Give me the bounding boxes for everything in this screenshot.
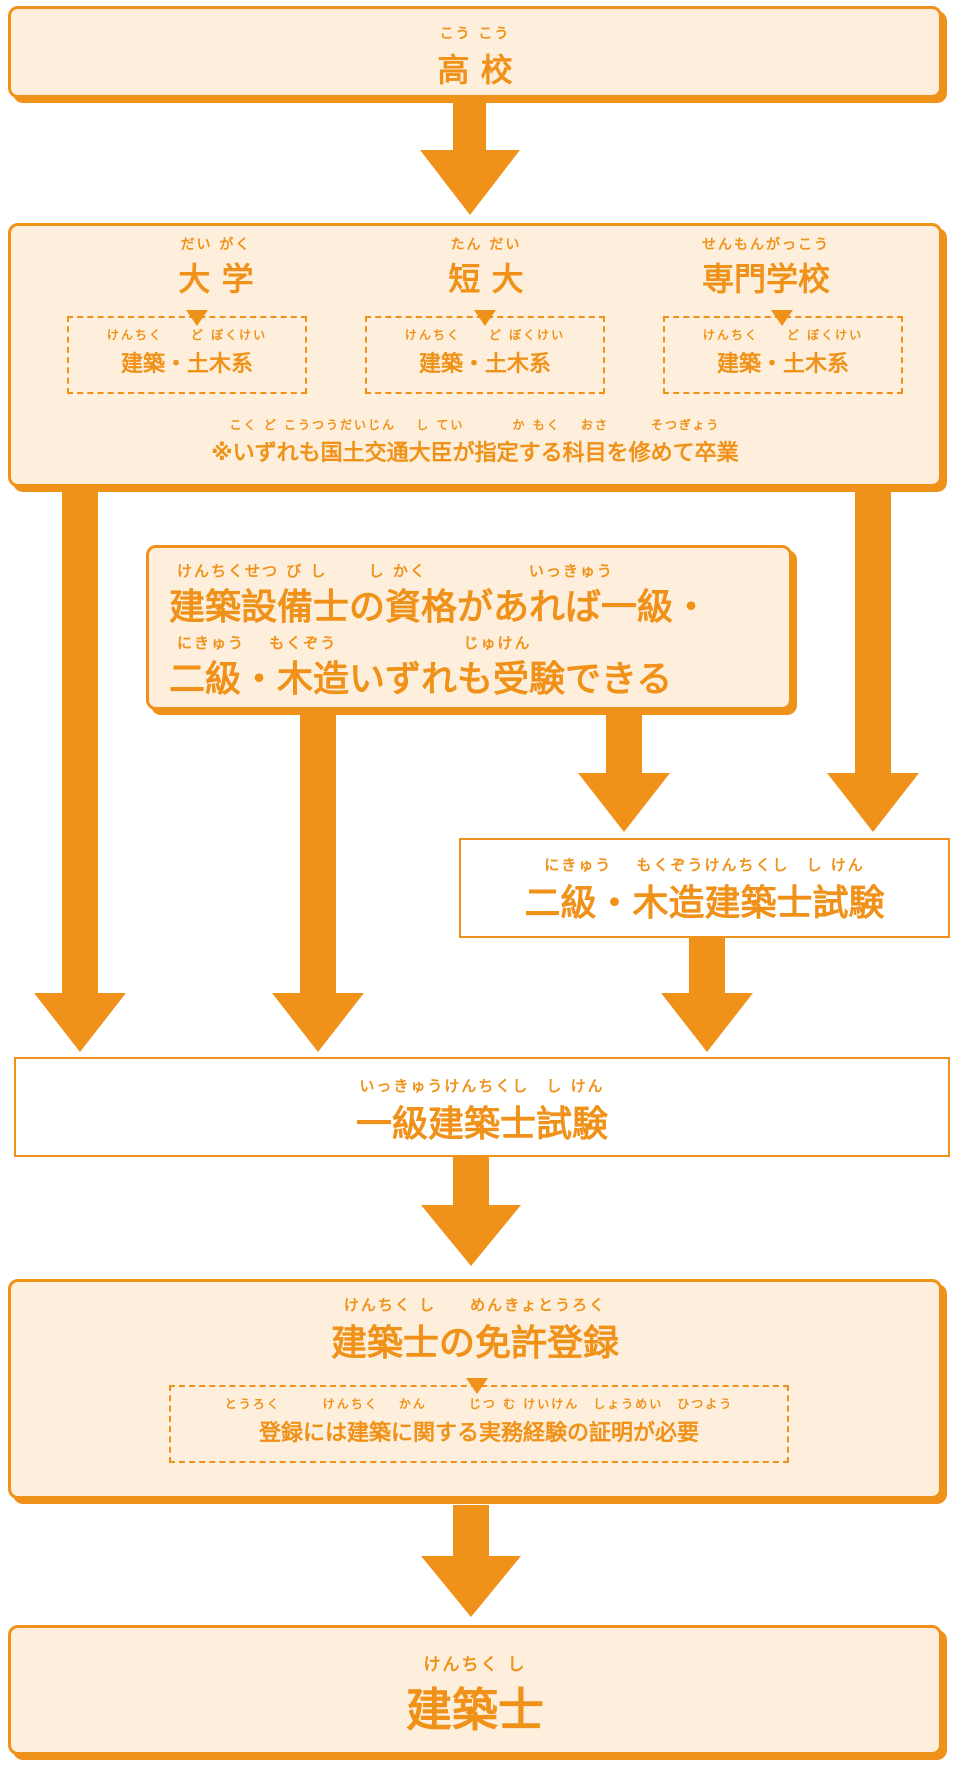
architect-ruby: けんちく し: [423, 1655, 527, 1675]
dept-label: 建築・土木系: [418, 352, 551, 377]
first-exam-ruby: いっきゅうけんちくし し けん: [359, 1077, 605, 1095]
dept-ruby: けんちく ど ぼくけい: [404, 328, 566, 342]
school-ruby: せんもんがっこう: [702, 237, 830, 253]
architect-label: 建築士: [406, 1683, 544, 1737]
school-ruby: たん だい: [450, 237, 522, 253]
second-exam-ruby: にきゅう もくぞうけんちくし し けん: [544, 856, 865, 874]
highschool-ruby: こう こう: [439, 26, 511, 42]
first-exam-box: いっきゅうけんちくし し けん 一級建築士試験: [14, 1057, 950, 1157]
schools-box: だい がく 大 学 けんちく ど ぼくけい 建築・土木系 たん だい 短 大 け…: [8, 223, 942, 487]
school-label: 専門学校: [701, 260, 830, 298]
arrow-second-exam-to-first-exam: [661, 938, 753, 1052]
license-note: 登録には建築に関する実務経験の証明が必要: [258, 1421, 699, 1446]
arrow-schools-to-first-exam: [34, 490, 126, 1052]
triangle-marker: [186, 310, 208, 326]
highschool-label: 高 校: [437, 51, 513, 89]
arrow-license-to-architect: [421, 1505, 521, 1617]
license-note-ruby: とうろく けんちく かん じつ む けいけん しょうめい ひつよう: [224, 1397, 734, 1411]
dept-ruby: けんちく ど ぼくけい: [702, 328, 864, 342]
architect-box: けんちく し 建築士: [8, 1625, 942, 1755]
dept-box-junior-college: けんちく ど ぼくけい 建築・土木系: [365, 316, 605, 394]
school-label: 短 大: [448, 260, 524, 298]
school-ruby: だい がく: [180, 237, 252, 253]
school-vocational: せんもんがっこう 専門学校: [601, 226, 960, 396]
dept-box-vocational: けんちく ど ぼくけい 建築・土木系: [663, 316, 903, 394]
equipment-ruby-2: にきゅう もくぞう じゅけん: [177, 634, 532, 652]
school-junior-college: たん だい 短 大: [301, 226, 671, 396]
school-label: 大 学: [178, 260, 254, 298]
dept-label: 建築・土木系: [716, 352, 849, 377]
dept-box-university: けんちく ど ぼくけい 建築・土木系: [67, 316, 307, 394]
equipment-line-1: 建築設備士の資格があれば一級・: [169, 587, 710, 628]
arrow-equipment-to-second-exam: [578, 710, 670, 832]
equipment-ruby-1: けんちくせつ び し し かく いっきゅう: [177, 562, 614, 580]
arrow-first-exam-to-license: [421, 1157, 521, 1266]
license-label: 建築士の免許登録: [330, 1323, 619, 1364]
license-note-box: とうろく けんちく かん じつ む けいけん しょうめい ひつよう 登録には建築…: [169, 1385, 789, 1463]
second-exam-box: にきゅう もくぞうけんちくし し けん 二級・木造建築士試験: [459, 838, 950, 938]
first-exam-label: 一級建築士試験: [355, 1104, 608, 1145]
equipment-line-2: 二級・木造いずれも受験できる: [169, 659, 673, 700]
schools-note-ruby: こく ど こうつうだいじん し てい か もく おさ そつぎょう: [229, 418, 721, 432]
arrow-highschool-to-schools: [420, 98, 520, 215]
school-university: だい がく 大 学: [11, 226, 381, 396]
equipment-box: けんちくせつ び し し かく いっきゅう 建築設備士の資格があれば一級・ にき…: [146, 545, 792, 710]
license-box: けんちく し めんきょとうろく 建築士の免許登録 とうろく けんちく かん じつ…: [8, 1279, 942, 1499]
triangle-marker: [771, 310, 793, 326]
arrow-schools-to-second-exam: [827, 490, 919, 832]
triangle-marker: [474, 310, 496, 326]
highschool-box: こう こう 高 校: [8, 6, 942, 98]
dept-label: 建築・土木系: [120, 352, 253, 377]
dept-ruby: けんちく ど ぼくけい: [106, 328, 268, 342]
second-exam-label: 二級・木造建築士試験: [524, 883, 885, 924]
schools-note: ※いずれも国土交通大臣が指定する科目を修めて卒業: [211, 441, 739, 466]
license-ruby: けんちく し めんきょとうろく: [343, 1296, 607, 1314]
arrow-equipment-to-first-exam: [272, 710, 364, 1052]
